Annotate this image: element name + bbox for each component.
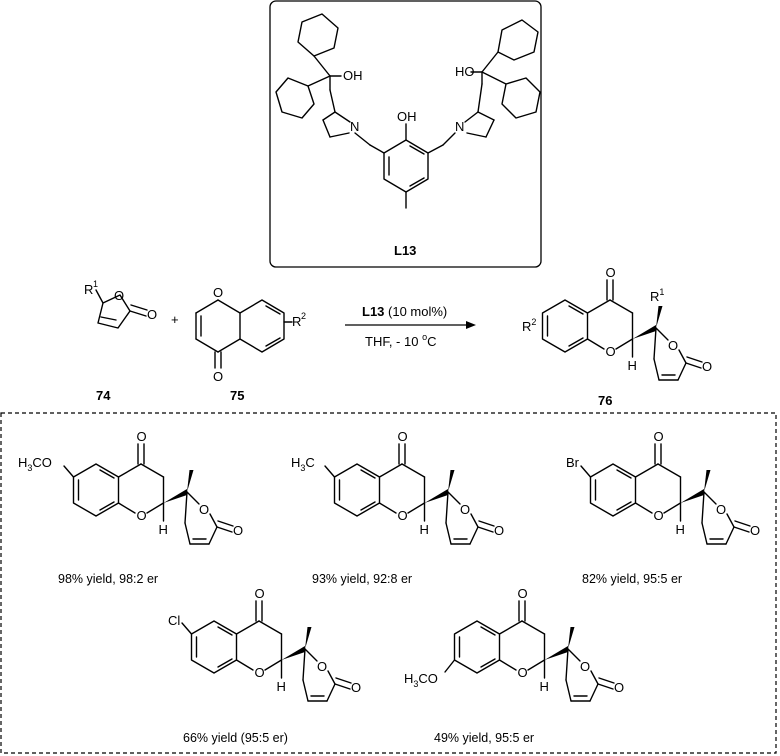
product-r1: R1 <box>650 287 664 304</box>
oh-left: OH <box>343 68 363 83</box>
examples-box <box>0 412 777 754</box>
conditions-line2: THF, - 10 oC <box>365 332 436 349</box>
example-3-caption-visible: 82% yield, 95:5 er <box>582 572 682 586</box>
svg-text:O: O <box>147 307 157 322</box>
example-1-caption: 98% yield, 98:2 er <box>58 572 158 586</box>
ligand-label: L13 <box>394 243 416 258</box>
n-left: N <box>350 119 359 134</box>
example-3: Br 66% yield (95:5 er) 82% yield, 95:5 e… <box>566 428 761 586</box>
example-1: H3CO 98% yield, 98:2 er <box>18 428 244 586</box>
svg-text:R: R <box>292 314 301 329</box>
svg-text:R: R <box>84 282 93 297</box>
svg-text:2: 2 <box>301 311 306 321</box>
example-5-substituent: H3CO <box>404 671 438 689</box>
n-right: N <box>455 119 464 134</box>
example-5: H3CO 49% yield, 95:5 er <box>404 585 625 745</box>
example-2-caption: 93% yield, 92:8 er <box>312 572 412 586</box>
product-76-structure <box>541 264 713 381</box>
svg-text:1: 1 <box>93 279 98 289</box>
compound-number-76: 76 <box>598 393 612 408</box>
ligand-box <box>269 0 542 268</box>
oh-center: OH <box>397 109 417 124</box>
product-r2: R2 <box>522 317 536 334</box>
conditions-line1: L13 (10 mol%) <box>362 304 447 319</box>
example-4-caption: 66% yield (95:5 er) <box>183 731 288 745</box>
compound-number-75: 75 <box>230 388 244 403</box>
svg-text:O: O <box>114 288 124 303</box>
svg-text:O: O <box>213 369 223 384</box>
ligand-l13-structure: OH N N OH HO <box>275 13 541 258</box>
example-3-substituent: Br <box>566 455 580 470</box>
example-1-substituent: H3CO <box>18 455 52 473</box>
oh-right: HO <box>455 64 475 79</box>
example-2: H3C 93% yield, 92:8 er <box>291 428 505 586</box>
compound-number-74: 74 <box>96 388 111 403</box>
example-4-substituent: Cl <box>168 613 180 628</box>
example-5-caption: 49% yield, 95:5 er <box>434 731 534 745</box>
reactant-75-structure: O O R 2 <box>195 285 306 384</box>
example-2-substituent: H3C <box>291 455 315 473</box>
plus-sign: + <box>171 312 179 327</box>
reactant-74-structure: R 1 O O <box>84 279 157 329</box>
svg-text:O: O <box>213 285 223 300</box>
example-4: Cl 66% yield (95:5 er) <box>168 585 362 745</box>
